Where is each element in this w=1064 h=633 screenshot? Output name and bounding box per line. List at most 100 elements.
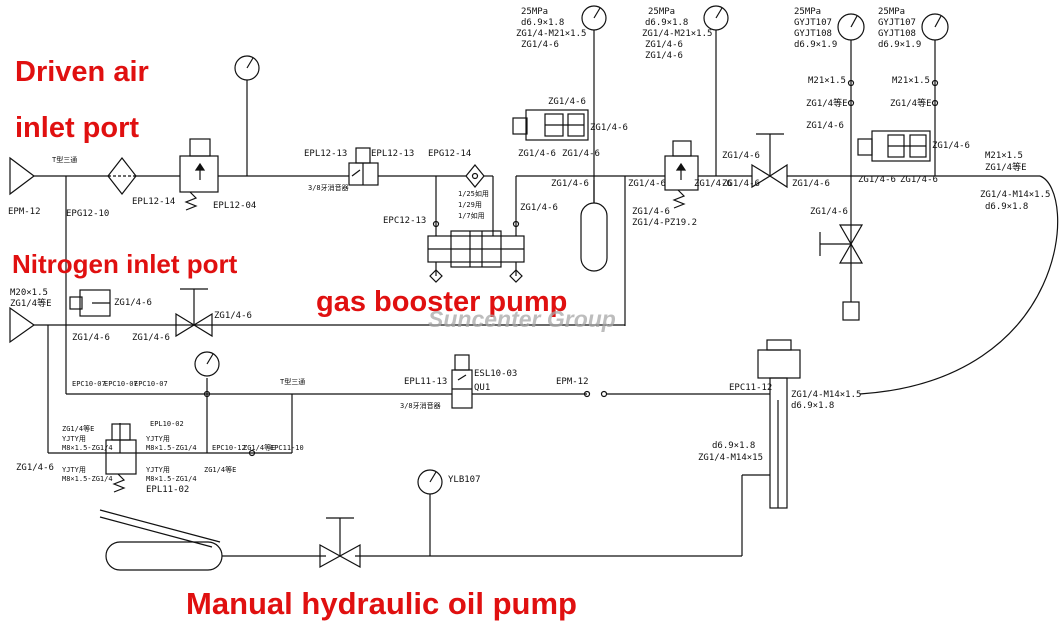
label-tee: T型三通 <box>52 155 77 164</box>
callout-driven-air: Driven air <box>15 56 149 88</box>
label-gauge-spec: 25MPa <box>648 7 675 17</box>
label-outlet-spec: ZG1/4-M14×1.5 <box>980 190 1050 200</box>
label-tiny: M8×1.5-ZG1/4 <box>62 475 113 483</box>
label-m20: M20×1.5 <box>10 288 48 298</box>
label-gauge-spec: ZG1/4-6 <box>521 40 559 50</box>
label-epg12-10: EPG12-10 <box>66 209 109 219</box>
label-epl12-13: EPL12-13 <box>371 149 414 159</box>
label-epl12-13: EPL12-13 <box>304 149 347 159</box>
label-gauge-spec: GYJT108 <box>794 29 832 39</box>
label-gauge-spec: ZG1/4-M21×1.5 <box>642 29 712 39</box>
label-ylb107: YLB107 <box>448 475 481 485</box>
label-ratio: 1/7如用 <box>458 211 485 220</box>
label-tiny: YJTY用 <box>62 466 86 474</box>
label-zg: ZG1/4等E <box>806 97 848 109</box>
label-epm12: EPM-12 <box>556 377 589 387</box>
gas-accumulator-symbol <box>580 180 608 272</box>
label-zg: ZG1/4-6 <box>562 149 600 159</box>
label-epl12-14: EPL12-14 <box>132 197 175 207</box>
label-epc12-13: EPC12-13 <box>383 216 426 226</box>
label-zg: ZG1/4-6 <box>590 123 628 133</box>
lubricator-symbol <box>465 164 485 188</box>
label-zg: ZG1/4-6 <box>932 141 970 151</box>
label-qu1: QU1 <box>474 383 490 393</box>
shutoff-valve-symbol <box>319 517 361 569</box>
label-gauge-spec: d6.9×1.9 <box>794 40 837 50</box>
label-zg: ZG1/4-6 <box>72 333 110 343</box>
label-outlet-spec: d6.9×1.8 <box>985 202 1028 212</box>
label-tiny: YJTY用 <box>146 435 170 443</box>
label-zg: ZG1/4等E <box>890 97 932 109</box>
label-tiny: EPL10-02 <box>150 420 184 428</box>
label-outlet-spec: M21×1.5 <box>985 151 1023 161</box>
gas-regulator-symbol <box>664 140 699 209</box>
label-gauge-spec: 25MPa <box>521 7 548 17</box>
pressure-gauge-icon <box>581 5 607 31</box>
hydraulic-cylinder-symbol <box>757 339 801 509</box>
label-esl10-03: ESL10-03 <box>474 369 517 379</box>
label-gauge-spec: 25MPa <box>878 7 905 17</box>
label-ratio: 1/25如用 <box>458 189 489 198</box>
shutoff-valve-symbol <box>175 288 213 338</box>
label-zg: ZG1/4-6 <box>694 179 732 189</box>
label-epc11-12: EPC11-12 <box>729 383 772 393</box>
watermark: Suncenter Group <box>428 306 616 332</box>
label-epm12: EPM-12 <box>8 207 41 217</box>
callout-nitrogen-inlet: Nitrogen inlet port <box>12 249 238 279</box>
nitrogen-inlet-port-symbol <box>9 306 36 344</box>
air-valve-symbol <box>348 147 379 186</box>
label-gauge-spec: 25MPa <box>794 7 821 17</box>
air-inlet-port-symbol <box>9 156 35 196</box>
label-epl11-13: EPL11-13 <box>404 377 447 387</box>
callout-gas-booster: gas booster pump <box>316 286 568 318</box>
label-gauge-spec: d6.9×1.8 <box>521 18 564 28</box>
label-zg: ZG1/4-6 <box>628 179 666 189</box>
label-m21: M21×1.5 <box>892 76 930 86</box>
label-cylinder-spec: d6.9×1.8 <box>791 401 834 411</box>
label-tiny: YJTY用 <box>62 435 86 443</box>
label-gauge-spec: d6.9×1.9 <box>878 40 921 50</box>
pipe-network <box>34 30 1059 557</box>
label-epc10: EPC10-07 <box>72 380 106 388</box>
label-epg12-14: EPG12-14 <box>428 149 471 159</box>
pressure-gauge-icon <box>837 13 865 41</box>
label-m21: M21×1.5 <box>808 76 846 86</box>
label-zg: ZG1/4-6 <box>548 97 586 107</box>
label-zg: ZG1/4-6 <box>132 333 170 343</box>
label-tee: T型三通 <box>280 377 305 386</box>
label-gauge-spec: GYJT107 <box>878 18 916 28</box>
label-epc10: EPC10-07 <box>134 380 168 388</box>
label-cylinder-spec: ZG1/4-M14×1.5 <box>791 390 861 400</box>
label-epl12-04: EPL12-04 <box>213 201 256 211</box>
label-epc10-12: EPC10-12 <box>212 444 246 452</box>
label-gauge-spec: GYJT107 <box>794 18 832 28</box>
label-outlet-spec: ZG1/4等E <box>985 161 1027 173</box>
label-zg: ZG1/4-6 <box>632 207 670 217</box>
label-zg: ZG1/4-6 <box>810 207 848 217</box>
label-zg: ZG1/4-6 <box>722 151 760 161</box>
label-tiny: ZG1/4等E <box>62 424 94 433</box>
label-ratio: 1/29用 <box>458 201 482 209</box>
label-zg: ZG1/4-6 <box>114 298 152 308</box>
callout-driven-air-line2: inlet port <box>15 112 140 144</box>
label-gauge-spec: ZG1/4-M21×1.5 <box>516 29 586 39</box>
label-tiny: YJTY用 <box>146 466 170 474</box>
label-zg: ZG1/4-6 <box>214 311 252 321</box>
label-epc11-10: EPC11-10 <box>270 444 304 452</box>
shutoff-valve-symbol <box>751 133 788 189</box>
label-zg: ZG1/4等E <box>10 297 52 309</box>
label-tiny: M8×1.5-ZG1/4 <box>146 444 197 452</box>
pressure-gauge-icon <box>703 5 729 31</box>
label-zg: ZG1/4-PZ19.2 <box>632 218 697 228</box>
label-zg: ZG1/4-6 <box>900 175 938 185</box>
check-valve-block <box>857 130 931 162</box>
label-tiny: M8×1.5-ZG1/4 <box>62 444 113 452</box>
check-valve-block <box>69 289 111 317</box>
label-cylinder-spec: d6.9×1.8 <box>712 441 755 451</box>
pressure-gauge-icon <box>194 351 220 377</box>
label-tiny: ZG1/4等E <box>243 443 275 452</box>
solenoid-valve-symbol <box>451 354 473 409</box>
needle-valve-symbol <box>819 224 864 321</box>
label-gauge-spec: GYJT108 <box>878 29 916 39</box>
